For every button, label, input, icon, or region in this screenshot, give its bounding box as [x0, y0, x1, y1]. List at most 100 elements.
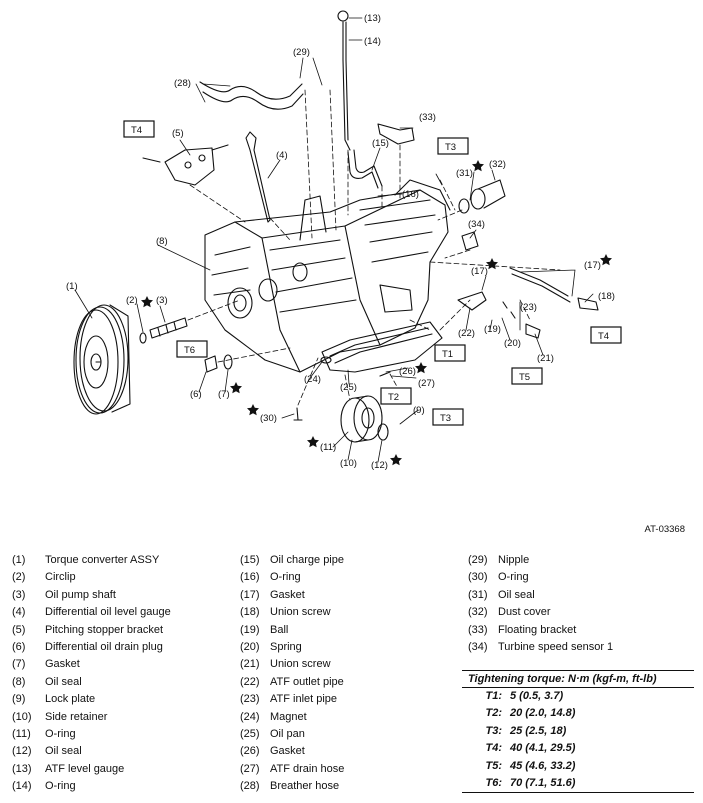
star-icon: [471, 160, 484, 172]
legend-row: (25)Oil pan: [240, 728, 305, 741]
torque-row: T3:25 (2.5, 18): [485, 724, 567, 737]
torque-row: T5:45 (4.6, 33.2): [485, 759, 576, 772]
star-icon: [414, 362, 427, 374]
torque-converter-drawing: [73, 304, 131, 415]
legend-row: (23)ATF inlet pipe: [240, 693, 338, 706]
callout-15: (15): [372, 138, 389, 149]
legend-row: (18)Union screw: [240, 606, 331, 619]
exploded-transmission-diagram: (1) (2) (3) (4) (5) (6) (7) (8) (9) (10)…: [66, 10, 622, 471]
torque-row: T2:20 (2.0, 14.8): [485, 707, 576, 720]
legend-row: (11)O-ring: [12, 728, 76, 741]
callout-28: (28): [174, 78, 191, 89]
legend-row: (5)Pitching stopper bracket: [12, 623, 164, 636]
svg-text:T6: T6: [184, 345, 195, 356]
legend-row: (9)Lock plate: [12, 693, 96, 706]
legend-row: (26)Gasket: [240, 745, 305, 758]
legend-row: (2)Circlip: [12, 571, 76, 584]
pitching-stopper-bracket-drawing: [142, 144, 229, 186]
legend-row: (24)Magnet: [240, 710, 307, 723]
legend-row: (17)Gasket: [240, 588, 305, 601]
svg-text:T4: T4: [131, 125, 142, 136]
torque-tag-t4-lower: T4: [590, 326, 622, 344]
oil-pump-shaft-drawing: [139, 317, 188, 344]
svg-text:T2: T2: [388, 392, 399, 403]
legend-row: (14)O-ring: [12, 780, 76, 793]
callout-12: (12): [371, 460, 388, 471]
legend-row: (34)Turbine speed sensor 1: [468, 641, 614, 654]
legend-row: (8)Oil seal: [12, 675, 82, 688]
legend-row: (21)Union screw: [240, 658, 331, 671]
callout-2: (2): [126, 295, 138, 306]
side-retainer-drawing: [340, 395, 389, 443]
legend-row: (15)Oil charge pipe: [240, 554, 344, 566]
legend-row: (19)Ball: [240, 623, 289, 636]
callout-19: (19): [484, 324, 501, 335]
svg-text:T3: T3: [445, 142, 456, 153]
legend-row: (12)Oil seal: [12, 745, 82, 758]
legend-row: (29)Nipple: [468, 554, 530, 566]
callout-3: (3): [156, 295, 168, 306]
callout-6: (6): [190, 389, 202, 400]
callout-20: (20): [504, 338, 521, 349]
callout-10: (10): [340, 458, 357, 469]
oil-charge-pipe-drawing: [347, 151, 379, 189]
tightening-torque-table: Tightening torque: N·m (kgf-m, ft-lb) T1…: [462, 670, 694, 794]
torque-tag-t4-upper: T4: [123, 120, 155, 138]
legend-row: (6)Differential oil drain plug: [12, 641, 163, 654]
dust-cover-drawing: [458, 179, 506, 214]
callout-25: (25): [340, 382, 357, 393]
callout-5: (5): [172, 128, 184, 139]
callout-4: (4): [276, 150, 288, 161]
callout-14: (14): [364, 36, 381, 47]
star-icon: [485, 258, 498, 270]
atf-level-gauge-drawing: [337, 10, 351, 151]
callout-26: (26): [399, 366, 416, 377]
callout-11: (11): [320, 442, 336, 453]
torque-tags: T4 T3 T6 T1 T2 T3 T5 T4: [123, 120, 622, 426]
legend-column-2: (15)Oil charge pipe (16)O-ring (17)Gaske…: [240, 552, 344, 796]
callout-24: (24): [304, 374, 321, 385]
callout-17b: (17): [584, 260, 601, 271]
callout-23: (23): [520, 302, 537, 313]
figure-reference-id: AT-03368: [644, 524, 686, 535]
callout-27: (27): [418, 378, 435, 389]
breather-hose-drawing: [199, 81, 303, 100]
star-icon: [600, 254, 612, 266]
svg-text:T1: T1: [442, 349, 453, 360]
callout-16: (16): [402, 189, 419, 200]
torque-tag-t1: T1: [434, 344, 466, 362]
legend-row: (20)Spring: [240, 641, 302, 654]
torque-tag-t5: T5: [511, 367, 543, 385]
legend-row: (31)Oil seal: [468, 588, 535, 601]
callout-9: (9): [413, 405, 425, 416]
diff-oil-level-gauge-drawing: [245, 131, 271, 223]
torque-tag-t3-lower: T3: [432, 408, 464, 426]
torque-table-heading: Tightening torque: N·m (kgf-m, ft-lb): [462, 671, 694, 688]
legend-row: (28)Breather hose: [240, 780, 340, 793]
callout-29: (29): [293, 47, 310, 58]
torque-tag-t6: T6: [176, 340, 208, 358]
torque-row: T4:40 (4.1, 29.5): [485, 742, 576, 755]
callout-labels: (1) (2) (3) (4) (5) (6) (7) (8) (9) (10)…: [66, 13, 615, 471]
star-icon: [141, 296, 153, 308]
svg-text:T3: T3: [440, 413, 451, 424]
callout-8: (8): [156, 236, 168, 247]
svg-text:T4: T4: [598, 331, 609, 342]
star-icon: [306, 436, 319, 448]
star-icon: [230, 382, 242, 394]
legend-row: (3)Oil pump shaft: [12, 588, 116, 601]
callout-17a: (17): [471, 266, 488, 277]
star-icon: [246, 404, 259, 416]
oil-pan: [321, 321, 443, 373]
torque-row: T1:5 (0.5, 3.7): [485, 690, 564, 702]
legend-row: (27)ATF drain hose: [240, 762, 345, 775]
svg-text:T5: T5: [519, 372, 530, 383]
legend-row: (32)Dust cover: [468, 606, 551, 619]
legend-row: (7)Gasket: [12, 658, 80, 671]
callout-22: (22): [458, 328, 475, 339]
legend-row: (1)Torque converter ASSY: [12, 554, 160, 566]
atf-outlet-pipe-drawing: [457, 291, 487, 311]
torque-tag-t3-upper: T3: [437, 137, 469, 155]
legend-column-1: (1)Torque converter ASSY (2)Circlip (3)O…: [12, 552, 171, 796]
legend-row: (13)ATF level gauge: [12, 762, 125, 775]
